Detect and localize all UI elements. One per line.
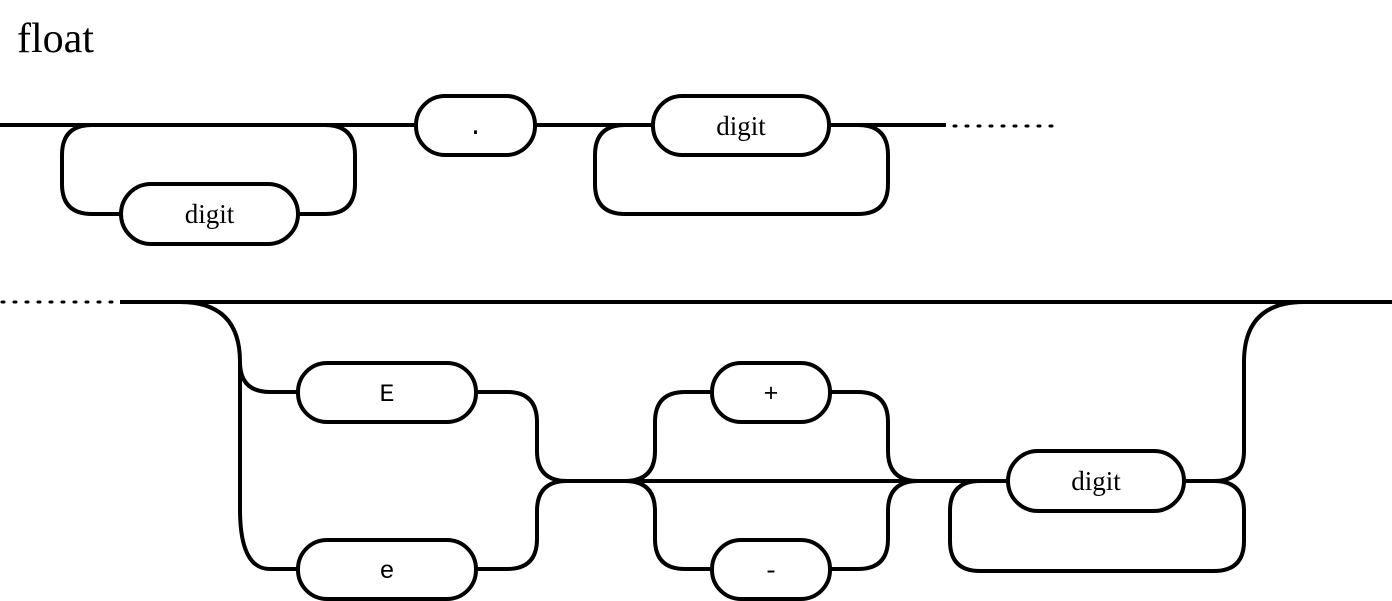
row2-E-box [296, 361, 478, 424]
row2-plus-label: + [763, 380, 778, 409]
row-1: digit . digit [0, 94, 1060, 246]
row2-plus-node: + [710, 361, 832, 424]
row2-minus-node: - [710, 538, 832, 601]
row1-fraction-digit-label: digit [716, 111, 766, 141]
row2-exponent-exit [1182, 300, 1305, 483]
row2-exponent-digit-box [1006, 449, 1186, 513]
row1-dot-node: . [414, 94, 537, 157]
row2-E-label: E [379, 380, 394, 409]
row1-integer-digit-node: digit [119, 182, 300, 246]
diagram-title: float [17, 16, 94, 62]
row2-plus-box [710, 361, 832, 424]
row2-e-label: e [379, 557, 394, 586]
row1-integer-digit-label: digit [185, 199, 235, 229]
row2-minus-label: - [763, 557, 778, 586]
row-2: E e + - digit [0, 300, 1392, 601]
row2-e-node: e [296, 538, 478, 601]
row2-exponent-entry [179, 300, 300, 571]
row2-e-merge [474, 390, 910, 571]
row2-sign-branches [624, 390, 919, 571]
row2-exponent-digit-node: digit [1006, 449, 1186, 513]
row1-dot-box [414, 94, 537, 157]
row1-fraction-digit-box [651, 94, 831, 157]
row2-e-box [296, 538, 478, 601]
row2-digit-loop [948, 479, 1246, 573]
row1-dot-label: . [468, 113, 483, 142]
row1-integer-digit-box [119, 182, 300, 246]
row2-E-node: E [296, 361, 478, 424]
row2-exponent-digit-label: digit [1071, 466, 1121, 496]
row2-minus-box [710, 538, 832, 601]
row1-fraction-digit-node: digit [651, 94, 831, 157]
row1-integer-loop [60, 123, 357, 216]
row1-fraction-loop [593, 123, 890, 216]
